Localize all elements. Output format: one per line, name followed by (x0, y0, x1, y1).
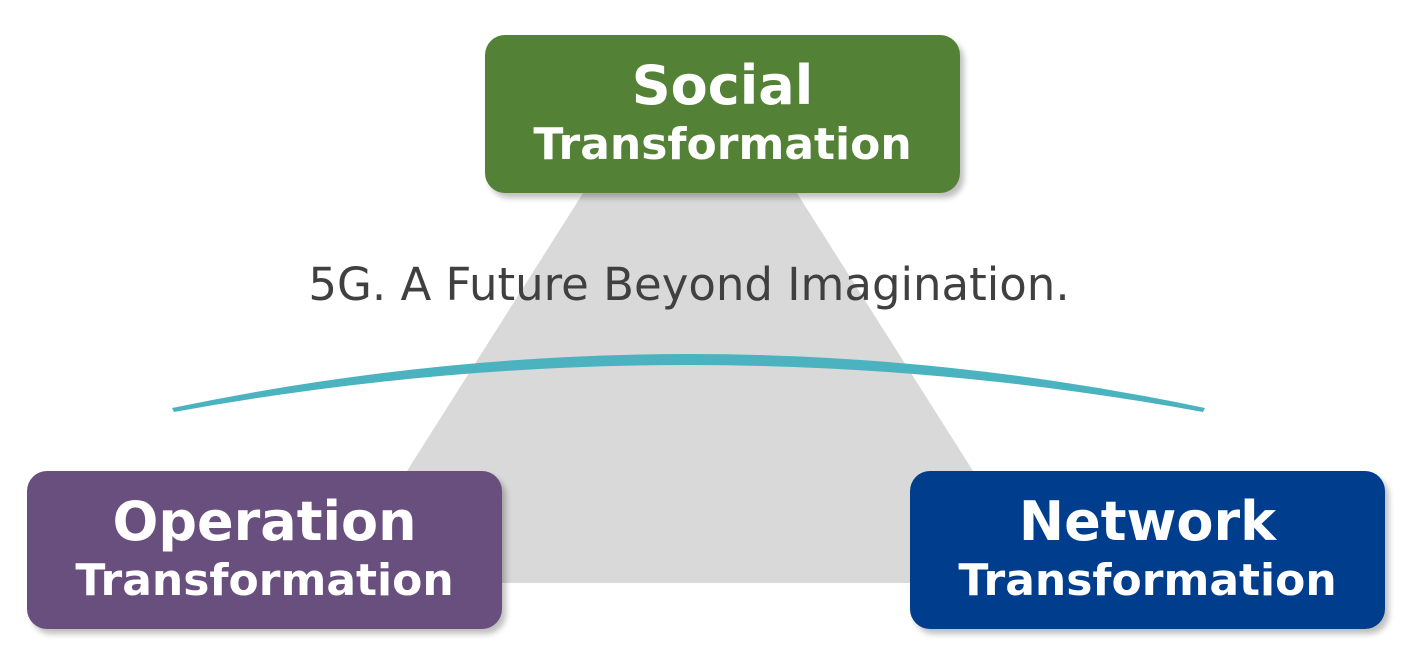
tagline: 5G. A Future Beyond Imagination. (308, 258, 1070, 311)
horizon-arc (172, 354, 1205, 412)
network-title: Network (1018, 490, 1277, 553)
operation-title: Operation (112, 490, 417, 553)
pyramid-triangle (336, 190, 1044, 583)
social-title: Social (631, 54, 814, 117)
network-transformation-box: Network Transformation (910, 471, 1385, 629)
network-subtitle: Transformation (958, 555, 1337, 606)
operation-transformation-box: Operation Transformation (27, 471, 502, 629)
social-transformation-box: Social Transformation (485, 35, 960, 193)
operation-subtitle: Transformation (75, 555, 454, 606)
social-subtitle: Transformation (533, 119, 912, 170)
